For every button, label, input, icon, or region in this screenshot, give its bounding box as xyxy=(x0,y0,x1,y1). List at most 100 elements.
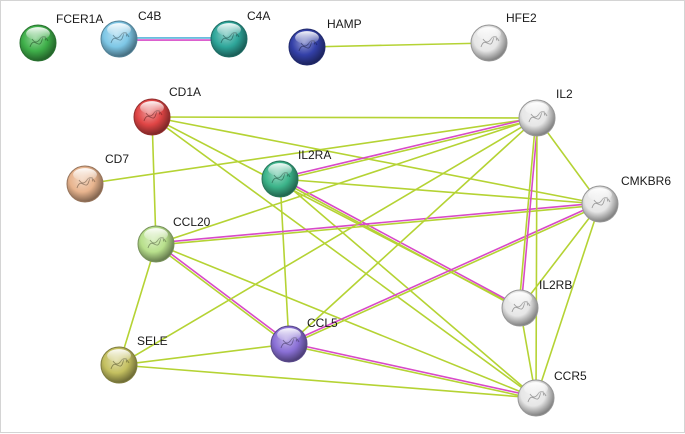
node-label-ccr5: CCR5 xyxy=(554,369,587,383)
edge-sele-ccl5[interactable] xyxy=(118,343,290,366)
node-label-ccl20: CCL20 xyxy=(173,215,211,229)
node-label-sele: SELE xyxy=(137,334,168,348)
edge-evidence-exp xyxy=(155,202,601,244)
edge-il2ra-ccl5[interactable] xyxy=(279,178,290,345)
edge-evidence-tm xyxy=(118,343,290,366)
node-gloss xyxy=(144,228,168,242)
edge-evidence-exp xyxy=(288,342,538,398)
edge-evidence-tm xyxy=(278,179,521,310)
edge-evidence-tm xyxy=(84,117,538,185)
edge-evidence-tm xyxy=(118,364,537,399)
edge-ccl20-sele[interactable] xyxy=(118,243,157,366)
edge-evidence-tm xyxy=(151,116,537,399)
edge-evidence-tm xyxy=(279,118,539,181)
edge-evidence-tm xyxy=(154,244,290,346)
edge-ccl20-ccl5[interactable] xyxy=(154,242,291,346)
edge-il2ra-il2[interactable] xyxy=(278,116,539,181)
node-label-c4a: C4A xyxy=(247,9,270,23)
edge-evidence-tm xyxy=(279,178,290,345)
edge-ccl20-cmkbr6[interactable] xyxy=(155,202,601,246)
node-label-il2ra: IL2RA xyxy=(298,148,331,162)
edge-cmkbr6-ccr5[interactable] xyxy=(535,203,601,399)
node-cd7[interactable]: CD7 xyxy=(66,152,129,203)
edge-il2-il2rb[interactable] xyxy=(518,117,539,309)
edge-evidence-tm xyxy=(118,243,157,366)
edge-sele-il2[interactable] xyxy=(118,117,538,366)
node-cmkbr6[interactable]: CMKBR6 xyxy=(581,174,671,223)
edge-evidence-tm xyxy=(155,117,538,245)
edge-evidence-tm xyxy=(288,204,602,346)
node-gloss xyxy=(107,23,131,37)
node-label-c4b: C4B xyxy=(138,9,161,23)
node-gloss xyxy=(525,102,549,116)
edge-il2rb-cmkbr6[interactable] xyxy=(519,203,601,309)
node-gloss xyxy=(508,292,532,306)
node-label-il2rb: IL2RB xyxy=(539,278,572,292)
node-ccl20[interactable]: CCL20 xyxy=(137,215,211,263)
node-c4a[interactable]: C4A xyxy=(210,9,270,58)
edge-cd1a-ccr5[interactable] xyxy=(151,116,537,399)
edge-ccl20-il2[interactable] xyxy=(155,117,538,245)
edge-evidence-tm xyxy=(118,117,538,366)
node-gloss xyxy=(140,101,164,115)
edge-ccl20-ccr5[interactable] xyxy=(155,243,537,399)
edge-evidence-exp xyxy=(520,117,539,309)
node-il2ra[interactable]: IL2RA xyxy=(261,148,331,198)
node-fcer1a[interactable]: FCER1A xyxy=(19,12,103,62)
node-gloss xyxy=(277,328,301,342)
edge-cd7-il2[interactable] xyxy=(84,117,538,185)
node-ccr5[interactable]: CCR5 xyxy=(517,369,587,417)
node-c4b[interactable]: C4B xyxy=(100,9,161,58)
node-hamp[interactable]: HAMP xyxy=(288,17,362,66)
node-label-hamp: HAMP xyxy=(327,17,362,31)
edge-evidence-tm xyxy=(535,203,601,399)
node-label-fcer1a: FCER1A xyxy=(56,12,103,26)
node-gloss xyxy=(217,23,241,37)
node-gloss xyxy=(295,31,319,45)
node-label-cd7: CD7 xyxy=(105,152,129,166)
edge-il2-ccr5[interactable] xyxy=(535,117,538,399)
edge-evidence-exp xyxy=(278,116,538,179)
edge-cd1a-ccl20[interactable] xyxy=(151,116,157,245)
edge-cd1a-il2[interactable] xyxy=(151,116,538,119)
edge-ccl5-il2[interactable] xyxy=(288,117,538,345)
node-il2rb[interactable]: IL2RB xyxy=(501,278,572,327)
node-gloss xyxy=(477,27,501,41)
node-il2[interactable]: IL2 xyxy=(518,87,573,137)
node-gloss xyxy=(26,27,50,41)
node-label-cd1a: CD1A xyxy=(169,85,201,99)
edge-evidence-tm xyxy=(151,116,601,205)
edge-evidence-tm xyxy=(518,117,537,309)
node-label-ccl5: CCL5 xyxy=(307,316,338,330)
edge-evidence-tm xyxy=(287,344,537,400)
edge-evidence-exp xyxy=(287,202,601,344)
edge-evidence-tm xyxy=(279,178,601,205)
edge-sele-ccr5[interactable] xyxy=(118,364,537,399)
edge-evidence-tm xyxy=(519,203,601,309)
edge-ccl5-ccr5[interactable] xyxy=(287,342,538,400)
node-hfe2[interactable]: HFE2 xyxy=(470,11,537,62)
edge-il2ra-cmkbr6[interactable] xyxy=(279,178,601,205)
edge-evidence-tm xyxy=(155,243,537,399)
edge-evidence-tm xyxy=(306,42,490,48)
node-label-hfe2: HFE2 xyxy=(506,11,537,25)
node-sele[interactable]: SELE xyxy=(100,334,168,384)
node-label-il2: IL2 xyxy=(556,87,573,101)
node-gloss xyxy=(107,349,131,363)
edge-cd1a-cmkbr6[interactable] xyxy=(151,116,601,205)
node-label-cmkbr6: CMKBR6 xyxy=(621,174,671,188)
edge-evidence-tm xyxy=(155,204,601,246)
node-gloss xyxy=(268,163,292,177)
node-cd1a[interactable]: CD1A xyxy=(133,85,201,136)
edge-evidence-tm xyxy=(151,116,157,245)
edge-evidence-tm xyxy=(535,117,538,399)
node-gloss xyxy=(73,168,97,182)
edge-ccl5-cmkbr6[interactable] xyxy=(287,202,602,346)
edge-evidence-exp xyxy=(155,242,291,344)
node-ccl5[interactable]: CCL5 xyxy=(270,316,338,363)
edge-evidence-tm xyxy=(151,116,538,119)
node-gloss xyxy=(524,382,548,396)
edge-hamp-hfe2[interactable] xyxy=(306,42,490,48)
